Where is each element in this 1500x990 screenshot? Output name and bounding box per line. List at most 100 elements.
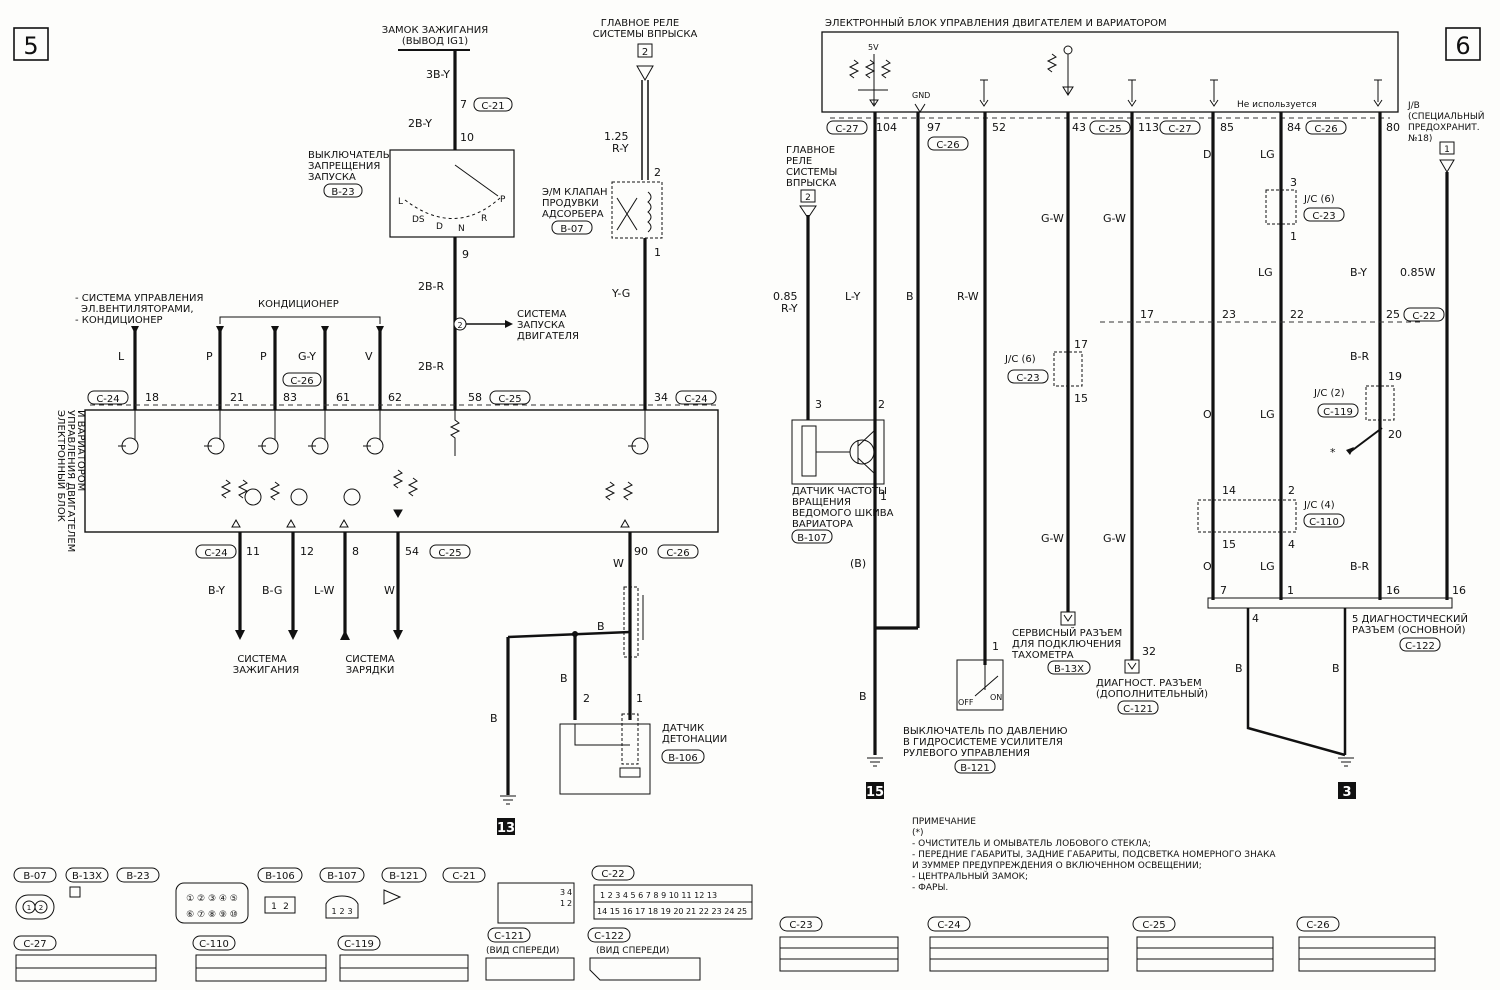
relay-title-2: СИСТЕМЫ ВПРЫСКА — [593, 29, 698, 40]
wire-gw-2: G-W — [1103, 212, 1126, 225]
wire-lg-mid: LG — [1258, 266, 1273, 279]
wire-d: D — [1203, 148, 1211, 161]
wire-color-lw: L-W — [314, 584, 334, 597]
r-relay-3: СИСТЕМЫ — [786, 167, 837, 178]
pulley-wire-out: (B) — [850, 557, 866, 570]
wire-color-l: L — [118, 350, 125, 363]
right-ecu-terminals — [914, 79, 1383, 113]
ecu-transistors — [118, 410, 649, 528]
legend-c110: C-110 — [199, 939, 229, 950]
jc6a-conn: C-23 — [1312, 211, 1335, 222]
note-line-1: - ОЧИСТИТЕЛЬ И ОМЫВАТЕЛЬ ЛОБОВОГО СТЕКЛА… — [912, 839, 1151, 849]
ignition-wire-color-2: 2B-Y — [408, 117, 432, 130]
right-ecu-diode — [1046, 45, 1074, 96]
splice-2-num: 2 — [457, 321, 462, 330]
b07-pin-2: 2 — [39, 904, 43, 912]
service-title-3: ТАХОМЕТРА — [1011, 650, 1074, 661]
ecu-top-wires — [131, 326, 384, 410]
wire-o-2: O — [1203, 560, 1212, 573]
pulley-title-1: ДАТЧИК ЧАСТОТЫ — [792, 486, 887, 497]
knock-conn-badge — [661, 749, 705, 764]
knock-wire-w: W — [613, 557, 624, 570]
knock-shield — [623, 586, 639, 658]
b107-pin-1: 1 — [331, 907, 336, 916]
start-switch-title-1: ВЫКЛЮЧАТЕЛЬ — [308, 150, 390, 161]
diag-main-title-2: РАЗЪЕМ (ОСНОВНОЙ) — [1352, 623, 1466, 636]
relay-terminal-icon — [636, 65, 654, 82]
legend-c119: C-119 — [344, 939, 374, 950]
wire-gw-1: G-W — [1041, 212, 1064, 225]
page-number-right-text: 6 — [1455, 32, 1470, 60]
jc2-conn: C-119 — [1323, 407, 1353, 418]
wire-br-1: B-R — [1350, 350, 1370, 363]
press-switch-box — [956, 659, 1004, 711]
start-switch-pos-l: L — [398, 197, 403, 207]
right-gnd: GND — [912, 91, 930, 100]
row-pin-23: 23 — [1222, 308, 1236, 321]
start-switch-arc — [404, 197, 501, 219]
b106-pin-2: 2 — [283, 902, 289, 912]
wire-b: B — [906, 290, 914, 303]
wire-color-by: B-Y — [208, 584, 225, 597]
legend-c21: C-21 — [452, 871, 475, 882]
wire-color-gy: G-Y — [298, 350, 316, 363]
r-conn-c27b: C-27 — [1168, 124, 1191, 135]
ground-13: 13 — [497, 821, 515, 836]
diag-add-title-2: (ДОПОЛНИТЕЛЬНЫЙ) — [1096, 687, 1208, 700]
jb-4: №18) — [1408, 134, 1432, 144]
wire-color-p1: P — [206, 350, 213, 363]
ecu-label-1: ЭЛЕКТРОННЫЙ БЛОК — [55, 410, 68, 522]
diag-main-conn: C-122 — [1405, 641, 1435, 652]
start-switch-pos-d: D — [436, 222, 443, 232]
purge-valve-icon — [616, 197, 638, 231]
start-switch-conn-badge — [323, 183, 363, 198]
press-conn: B-121 — [960, 763, 990, 774]
knock-title-2: ДЕТОНАЦИИ — [662, 734, 727, 745]
press-title-2: В ГИДРОСИСТЕМЕ УСИЛИТЕЛЯ — [903, 737, 1063, 748]
start-switch-title-3: ЗАПУСКА — [308, 172, 356, 183]
pin-21: 21 — [230, 391, 244, 404]
wire-085w: 0.85W — [1400, 266, 1435, 279]
pin-18: 18 — [145, 391, 159, 404]
wire-color-w: W — [384, 584, 395, 597]
pulley-conn: B-107 — [797, 533, 827, 544]
ground-15: 15 — [866, 785, 884, 800]
c24-conn-bottom: C-24 — [204, 548, 227, 559]
fan-text-1: - СИСТЕМА УПРАВЛЕНИЯ — [75, 293, 203, 304]
legend-b107: B-107 — [327, 871, 357, 882]
jc4-pin-2: 2 — [1288, 484, 1295, 497]
r-relay-wire-1: 0.85 — [773, 290, 798, 303]
press-pin: 1 — [992, 640, 999, 653]
r-pin-80: 80 — [1386, 121, 1400, 134]
start-switch-pin-9: 9 — [462, 248, 469, 261]
note-block: ПРИМЕЧАНИЕ (*) - ОЧИСТИТЕЛЬ И ОМЫВАТЕЛЬ … — [912, 817, 1276, 893]
pulley-pin-2: 2 — [878, 398, 885, 411]
c25-badge — [489, 390, 531, 405]
r-relay-wire-2: R-Y — [781, 302, 798, 315]
wire-br-2: B-R — [1350, 560, 1370, 573]
wire-gw-3: G-W — [1041, 532, 1064, 545]
ecu-bottom-wires — [235, 532, 403, 640]
legend-c26: C-26 — [1306, 920, 1329, 931]
knock-wire-b2: B — [560, 672, 568, 685]
c22-row2: 14 15 16 17 18 19 20 21 22 23 24 25 — [597, 907, 747, 916]
diag-add-title-1: ДИАГНОСТ. РАЗЪЕМ — [1096, 678, 1202, 689]
ground-13-box — [497, 818, 515, 835]
c26-badge-bottom — [657, 544, 699, 559]
right-ecu-title: ЭЛЕКТРОННЫЙ БЛОК УПРАВЛЕНИЯ ДВИГАТЕЛЕМ И… — [825, 16, 1167, 29]
diag-main-box — [1207, 597, 1453, 609]
jc4-pin-15: 15 — [1222, 538, 1236, 551]
relay-num: 2 — [642, 47, 648, 58]
row-pin-17: 17 — [1140, 308, 1154, 321]
jc2-arrow-icon — [1346, 447, 1354, 455]
front-view-2: (ВИД СПЕРЕДИ) — [596, 946, 669, 956]
page-number-left-text: 5 — [23, 32, 38, 60]
relay-num-box — [637, 43, 653, 58]
c25-conn: C-25 — [498, 394, 521, 405]
ground-3-icon — [1338, 757, 1354, 767]
pin-34: 34 — [654, 391, 668, 404]
charge-sys-1: СИСТЕМА — [345, 654, 395, 665]
ground-13-icon — [500, 795, 516, 805]
wire-color-p2: P — [260, 350, 267, 363]
wire-color-bg: B-G — [262, 584, 282, 597]
